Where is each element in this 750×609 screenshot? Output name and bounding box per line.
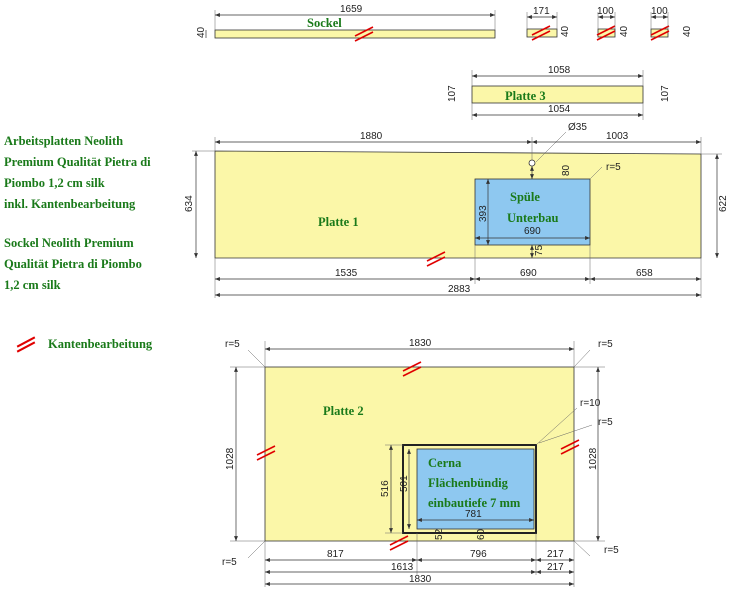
platte2-r-bottom-right: r=5: [604, 545, 619, 556]
platte1-sink-label-2: Unterbau: [507, 211, 558, 225]
platte1-sink-cutout: [474, 178, 591, 246]
platte1-height-left: 634: [184, 195, 195, 212]
platte2-total: 1830: [409, 574, 432, 585]
platte2-r-top-left: r=5: [225, 339, 240, 350]
platte3-height-left: 107: [447, 85, 458, 102]
platte2-sink-label-2: Flächenbündig: [428, 476, 509, 490]
platte2-sink-cutout: [416, 448, 535, 530]
platte1-bottom-3: 658: [636, 268, 653, 279]
platte2-sink-height: 501: [399, 475, 410, 492]
platte1-sink-label-1: Spüle: [510, 190, 540, 204]
platte2-group: Platte 2 Cerna Flächenbündig einbautiefe…: [222, 338, 619, 587]
platte2-offset-a: 52: [434, 528, 445, 540]
platte1-bottom-2: 690: [520, 268, 537, 279]
platte2-sink-label-1: Cerna: [428, 456, 462, 470]
sockel-piece-b-height: 40: [619, 25, 630, 37]
platte1-sink-height: 393: [478, 205, 489, 222]
platte1-sink-width: 690: [524, 226, 541, 237]
platte2-r-bottom-left: r=5: [222, 557, 237, 568]
worktop-spec-line-1: Arbeitsplatten Neolith: [4, 134, 124, 148]
platte1-offset-top: 80: [561, 164, 572, 176]
sockel-piece-c-height: 40: [682, 25, 693, 37]
platte2-r-sink-inner: r=5: [598, 417, 613, 428]
platte2-bottom-1: 817: [327, 549, 344, 560]
platte2-sink-width: 781: [465, 509, 482, 520]
platte1-label: Platte 1: [318, 215, 359, 229]
sockel-piece-b: [597, 28, 616, 38]
platte2-top: 1830: [409, 338, 432, 349]
sockel-group: Sockel 1659 40 171 40 100 40 100 40: [196, 4, 693, 42]
platte3-bottom-length: 1054: [548, 104, 571, 115]
platte3-label: Platte 3: [505, 89, 546, 103]
legend-edge-processing: Kantenbearbeitung: [14, 335, 153, 353]
platte1-hole: Ø35: [568, 122, 587, 133]
plinth-spec-line-3: 1,2 cm silk: [4, 278, 61, 292]
faucet-hole: [528, 159, 536, 167]
platte1-top-left: 1880: [360, 131, 383, 142]
platte2-sub-total: 1613: [391, 562, 414, 573]
sockel-piece-c-width: 100: [651, 6, 668, 17]
platte1-bottom-1: 1535: [335, 268, 358, 279]
worktop-spec-line-2: Premium Qualität Pietra di: [4, 155, 151, 169]
platte1-slab: [214, 150, 702, 259]
platte2-offset-b: 60: [476, 528, 487, 540]
worktop-spec-line-4: inkl. Kantenbearbeitung: [4, 197, 136, 211]
platte2-sink-label-3: einbautiefe 7 mm: [428, 496, 521, 510]
sockel-piece-a-height: 40: [560, 25, 571, 37]
worktop-spec-note: Arbeitsplatten Neolith Premium Qualität …: [4, 131, 151, 215]
platte2-bottom-3: 217: [547, 549, 564, 560]
platte2-label: Platte 2: [323, 404, 364, 418]
sockel-piece-a: [526, 28, 558, 38]
plinth-spec-line-1: Sockel Neolith Premium: [4, 236, 134, 250]
platte1-offset-bottom: 75: [534, 244, 545, 256]
sockel-height: 40: [196, 26, 207, 38]
platte2-r-top-right: r=5: [598, 339, 613, 350]
platte1-height-right: 622: [718, 195, 729, 212]
platte3-slab: [471, 85, 644, 104]
sockel-piece-b-width: 100: [597, 6, 614, 17]
platte2-bottom-2: 796: [470, 549, 487, 560]
platte2-r-sink-outer: r=10: [580, 398, 601, 409]
sockel-piece-a-width: 171: [533, 6, 550, 17]
sockel-label: Sockel: [307, 16, 342, 30]
plinth-spec-note: Sockel Neolith Premium Qualität Pietra d…: [4, 233, 142, 296]
platte2-height-right: 1028: [588, 447, 599, 470]
platte3-top-length: 1058: [548, 65, 571, 76]
platte1-total: 2883: [448, 284, 471, 295]
sockel-strip: [214, 29, 496, 39]
platte1-radius: r=5: [606, 162, 621, 173]
platte2-height-left: 1028: [225, 447, 236, 470]
platte3-group: Platte 3 1058 1054 107 107: [447, 65, 671, 120]
legend-label: Kantenbearbeitung: [48, 337, 153, 351]
platte2-sub-right: 217: [547, 562, 564, 573]
platte3-height-right: 107: [660, 85, 671, 102]
platte1-top-right: 1003: [606, 131, 629, 142]
platte2-cutout-height: 516: [380, 480, 391, 497]
platte1-group: Platte 1 Spüle Unterbau Ø35 1880 1003 63…: [184, 122, 729, 298]
sockel-piece-c: [650, 28, 669, 38]
plinth-spec-line-2: Qualität Pietra di Piombo: [4, 257, 142, 271]
sockel-length: 1659: [340, 4, 363, 15]
worktop-spec-line-3: Piombo 1,2 cm silk: [4, 176, 105, 190]
